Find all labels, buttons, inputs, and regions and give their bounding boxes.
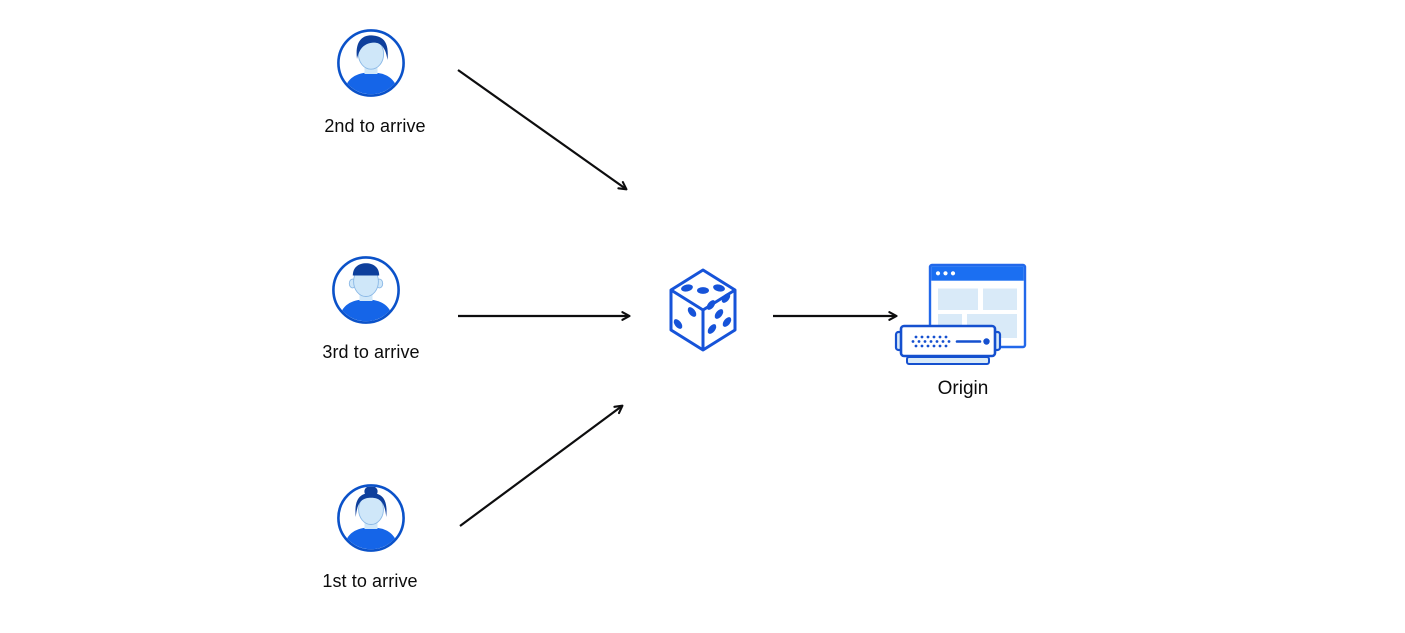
node-label-user-2nd: 2nd to arrive <box>324 116 426 136</box>
node-dice <box>665 262 743 356</box>
male-avatar-flat-top-icon <box>332 256 400 324</box>
node-user-2nd-to-arrive <box>336 28 406 98</box>
arrow-user2nd-to-dice <box>457 69 628 191</box>
node-origin <box>893 260 1033 372</box>
node-label-origin: Origin <box>937 378 989 399</box>
node-user-1st-to-arrive <box>336 483 406 553</box>
node-user-3rd-to-arrive <box>331 255 401 325</box>
arrow-user1st-to-dice <box>459 404 624 527</box>
server-vent-dots <box>911 335 951 348</box>
node-label-user-3rd: 3rd to arrive <box>322 342 420 362</box>
node-label-user-1st: 1st to arrive <box>322 571 418 591</box>
browser-window-server-icon <box>894 263 1027 365</box>
dice-pips <box>673 284 732 334</box>
female-avatar-bun-icon <box>337 484 405 552</box>
male-avatar-swept-hair-icon <box>337 29 405 97</box>
dice-icon <box>669 268 737 352</box>
server-icon <box>894 324 1002 365</box>
